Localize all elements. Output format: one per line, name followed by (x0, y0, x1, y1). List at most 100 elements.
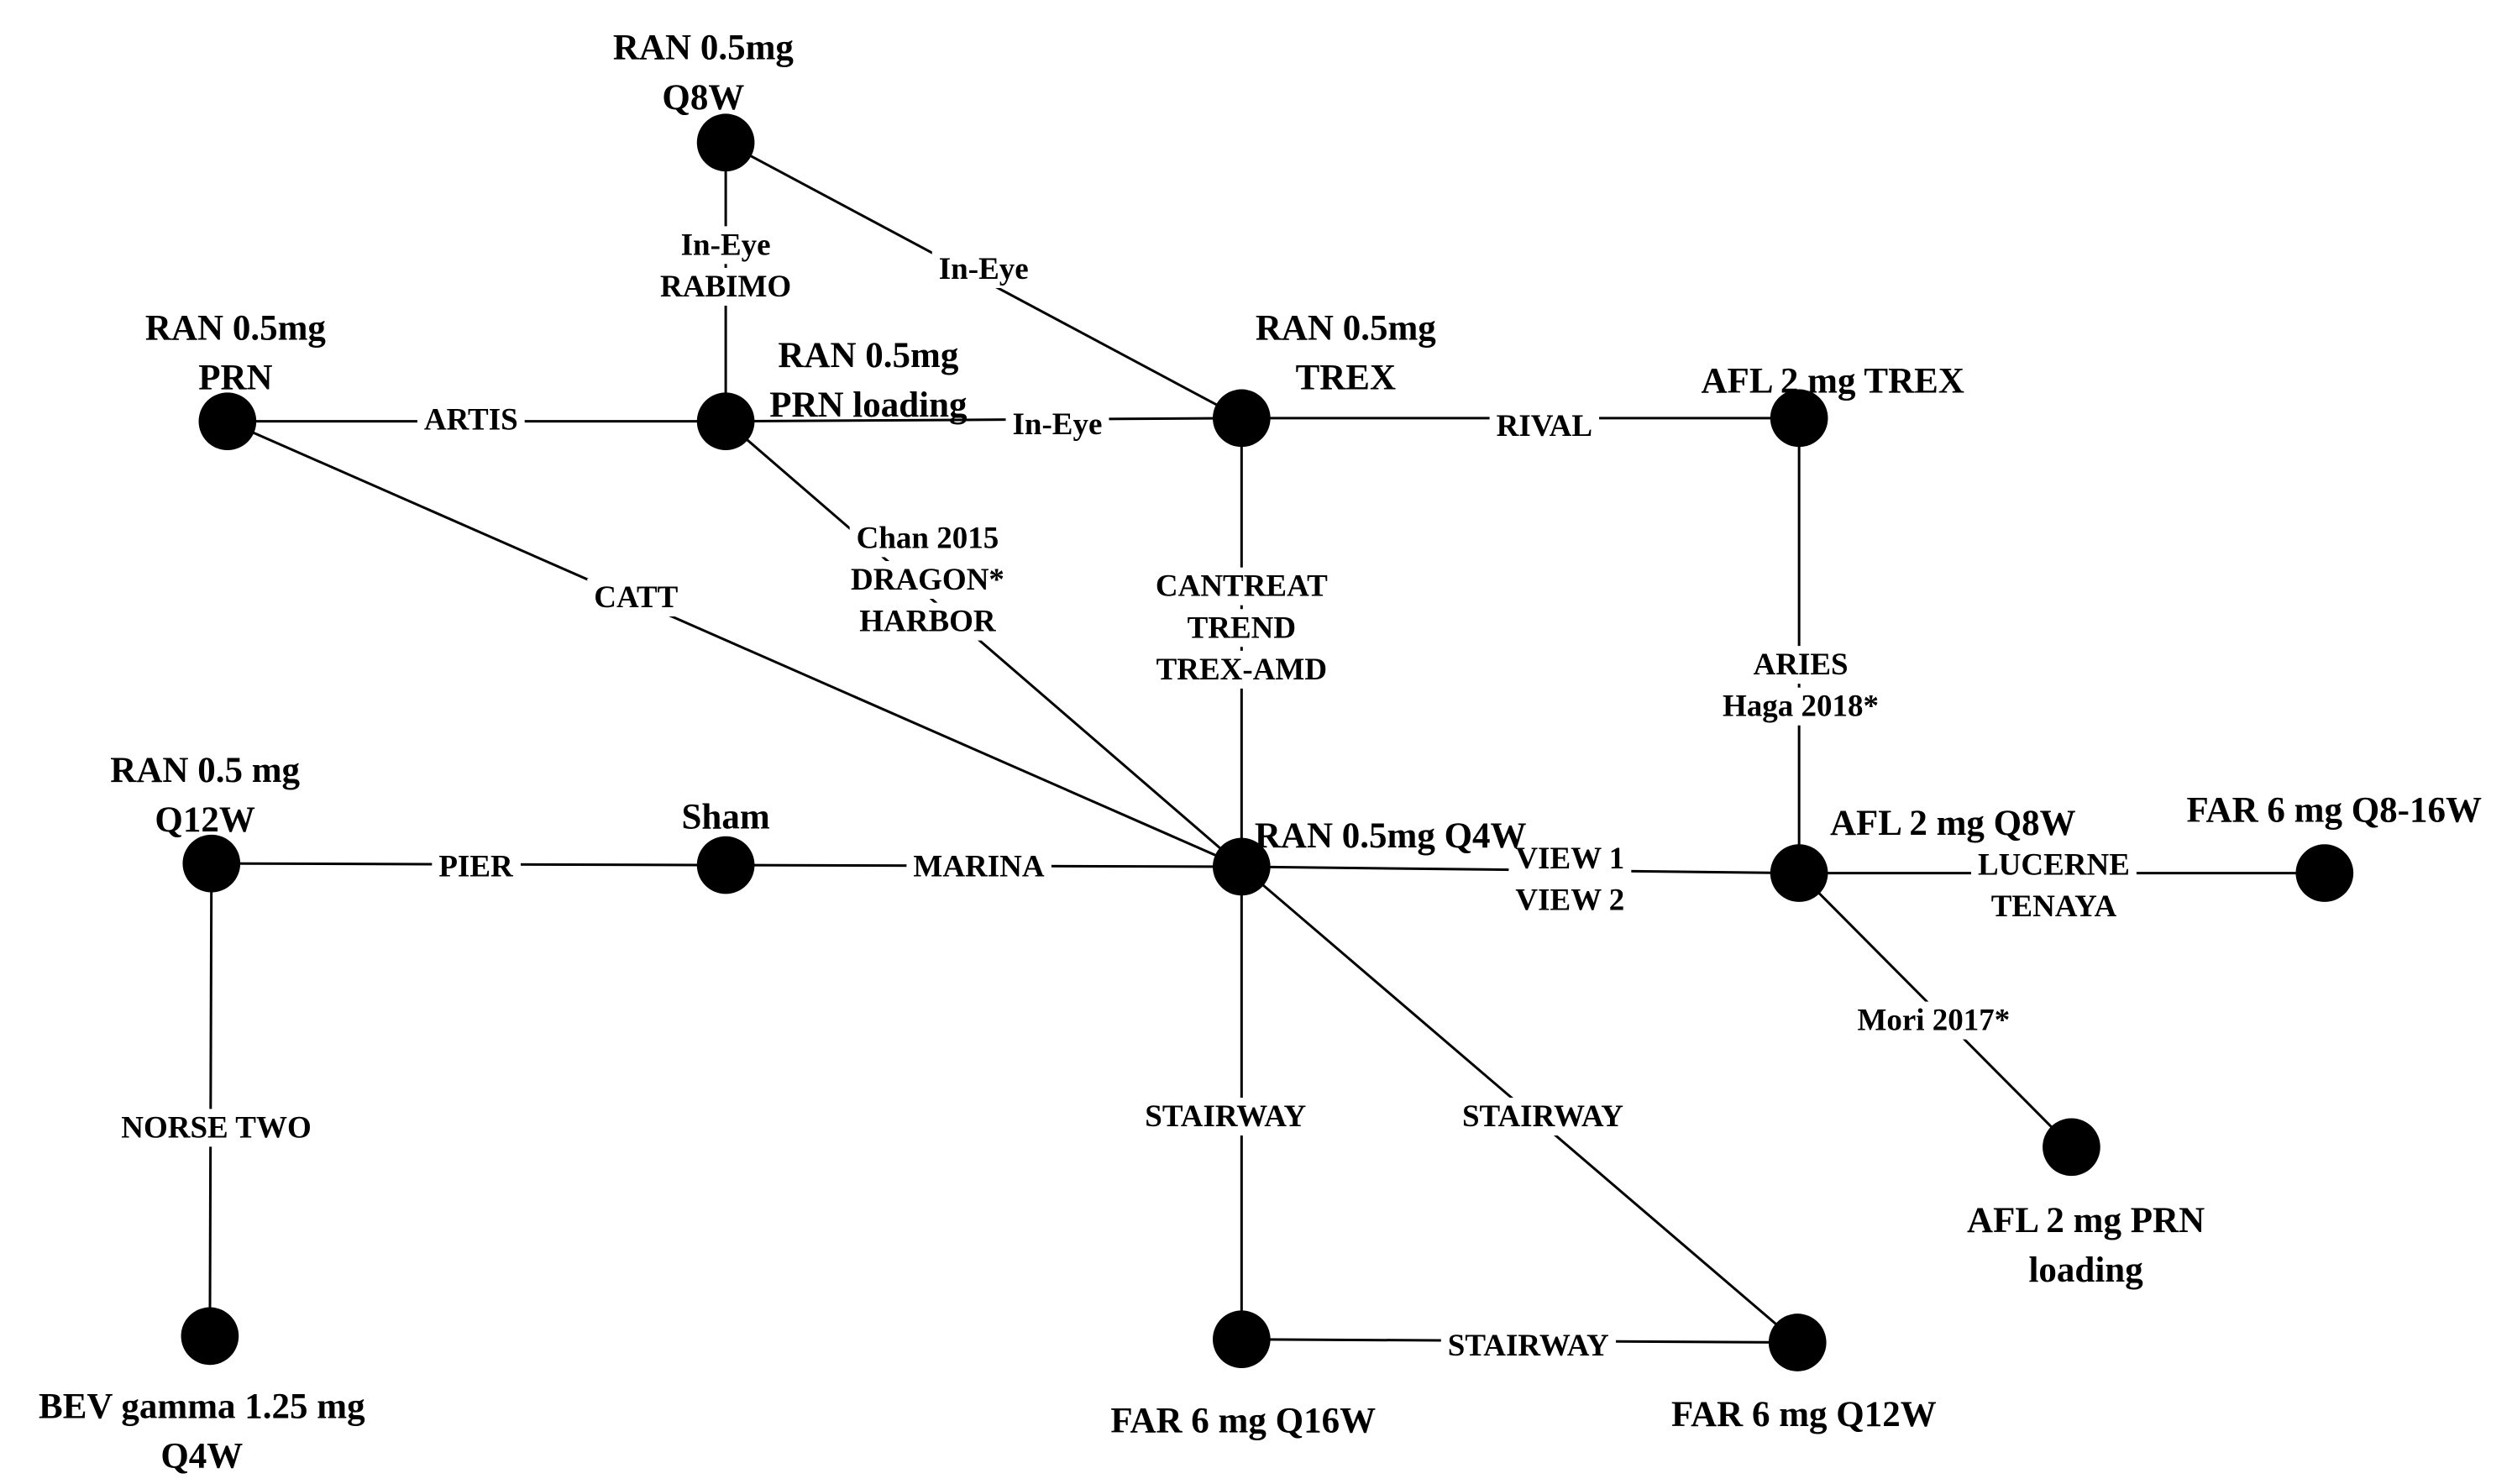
edge-label-background (1149, 650, 1335, 689)
node-dot-afl-prn-loading (2043, 1118, 2100, 1177)
edge-label-background (852, 602, 1004, 641)
edge-label: HARBOR (859, 605, 997, 639)
edge-label-group: CATT (587, 579, 685, 617)
edge-label-group: CANTREAT TREND TREX-AMD (1148, 567, 1335, 689)
node-label-ran-trex: RAN 0.5mg (1256, 309, 1436, 349)
edge-label-group: In-Eye (1005, 405, 1109, 443)
edge-label-group: In-Eye (931, 249, 1036, 288)
edge-label-group: MARINA (906, 847, 1051, 886)
node-dot-ran-q4w (1212, 837, 1271, 896)
edge-label: RABIMO (660, 270, 791, 304)
edge-label: In-Eye (1013, 407, 1103, 442)
node-label-afl-q8w: AFL 2 mg Q8W (1830, 804, 2076, 843)
node-label-bev-q4w: BEV gamma 1.25 mg (39, 1387, 365, 1426)
edge-label: NORSE TWO (121, 1110, 312, 1145)
node-dot-far-q12w (1768, 1314, 1827, 1371)
edge-label-background (906, 847, 1051, 886)
node-label-ran-prn: PRN (198, 359, 272, 398)
edge-label-background (1489, 406, 1600, 445)
edge-label: ARTIS (424, 402, 518, 437)
edge-label-group: LUCERNE TENAYA (1970, 846, 2137, 926)
node-dot-sham (696, 836, 755, 894)
node-dot-far-q8-16w (2295, 844, 2354, 902)
edge-label: In-Eye (939, 252, 1029, 286)
edge-label: MARINA (913, 849, 1044, 884)
node-dot-ran-trex (1212, 389, 1271, 448)
edge-label-background (417, 401, 525, 439)
edge-label: In-Eye (681, 228, 771, 262)
node-label-far-q12w: FAR 6 mg Q12W (1671, 1395, 1937, 1434)
node-label-ran-q12w: Q12W (155, 800, 254, 840)
edge-label: RIVAL (1497, 409, 1592, 443)
edge-label-group: RIVAL (1489, 406, 1600, 445)
edge-label-group: STAIRWAY (1455, 1098, 1631, 1136)
node-label-ran-prn-loading: PRN loading (769, 385, 968, 425)
edge-label-group: STAIRWAY (1138, 1098, 1314, 1136)
edge-label-background (114, 1109, 318, 1147)
edge-label: TENAYA (1991, 889, 2117, 924)
edge-label: ARIES (1754, 648, 1849, 682)
edge-label: STAIRWAY (1448, 1329, 1609, 1363)
edge-label-group: Mori 2017* (1850, 1001, 2017, 1040)
node-dot-afl-trex (1770, 389, 1828, 448)
edge-label: Mori 2017* (1857, 1004, 2010, 1038)
edge-line-ran_q12w-bev_q4w (208, 863, 213, 1336)
edge-line-ran_prn_loading-ran_trex (726, 417, 1242, 423)
edge-label: VIEW 1 (1515, 842, 1624, 876)
edge-label-background (674, 226, 778, 265)
edge-label-background (1005, 405, 1109, 443)
node-label-ran-q4w: RAN 0.5mg Q4W (1255, 816, 1527, 856)
node-label-afl-trex: AFL 2 mg TREX (1702, 361, 1964, 401)
edge-label-group: NORSE TWO (114, 1109, 318, 1147)
node-dot-ran-prn (198, 392, 257, 451)
edge-label-background (1970, 846, 2137, 884)
edge-label: TREX-AMD (1156, 653, 1327, 687)
edge-label-background (1984, 888, 2124, 926)
edge-line-ran_prn_loading-ran_q4w (725, 420, 1243, 868)
edge-label: Chan 2015 (857, 521, 999, 555)
edge-label-background (1180, 609, 1303, 648)
edge-label: STAIRWAY (1145, 1099, 1306, 1134)
edge-label-background (1455, 1098, 1631, 1136)
edge-label: CANTREAT (1156, 569, 1328, 604)
node-label-bev-q4w: Q4W (160, 1436, 243, 1476)
edge-label-group: PIER (432, 847, 522, 886)
edge-label-background (849, 519, 1006, 558)
edge-label: PIER (438, 849, 514, 884)
edge-label-background (1716, 687, 1886, 726)
edge-label-group: VIEW 1 VIEW 2 (1508, 839, 1632, 920)
edge-label-background (1148, 567, 1335, 606)
node-label-ran-trex: TREX (1296, 359, 1396, 398)
node-label-ran-q12w: RAN 0.5 mg (110, 751, 300, 790)
node-dot-afl-q8w (1770, 844, 1828, 902)
edge-label-background (432, 847, 522, 886)
edge-label: TREND (1188, 611, 1297, 645)
node-label-afl-prn-loading: AFL 2 mg PRN (1967, 1201, 2205, 1240)
node-dot-ran-prn-loading (696, 392, 755, 451)
edge-label: CATT (594, 580, 678, 615)
node-label-ran-q8w: Q8W (662, 78, 744, 118)
edge-label-background (1138, 1098, 1314, 1136)
edge-label: STAIRWAY (1462, 1099, 1623, 1134)
edge-label: Haga 2018* (1723, 690, 1879, 724)
node-label-afl-prn-loading: loading (2028, 1251, 2143, 1290)
edge-label: DRAGON* (851, 563, 1004, 597)
node-dot-ran-q12w (182, 834, 241, 893)
edge-label-background (653, 267, 799, 306)
edge-label-background (1508, 881, 1632, 920)
node-label-ran-prn-loading: RAN 0.5mg (778, 336, 958, 375)
node-label-ran-q8w: RAN 0.5mg (613, 29, 794, 68)
edge-label: VIEW 2 (1515, 884, 1624, 918)
edge-label: LUCERNE (1978, 848, 2130, 883)
edge-label-background (843, 561, 1011, 600)
edge-label-background (587, 579, 685, 617)
edge-label-group: STAIRWAY (1440, 1326, 1617, 1365)
edge-label-background (1746, 646, 1855, 684)
edge-label-background (931, 249, 1036, 288)
node-dot-far-q16w (1212, 1310, 1271, 1369)
edge-label-background (1850, 1001, 2017, 1040)
